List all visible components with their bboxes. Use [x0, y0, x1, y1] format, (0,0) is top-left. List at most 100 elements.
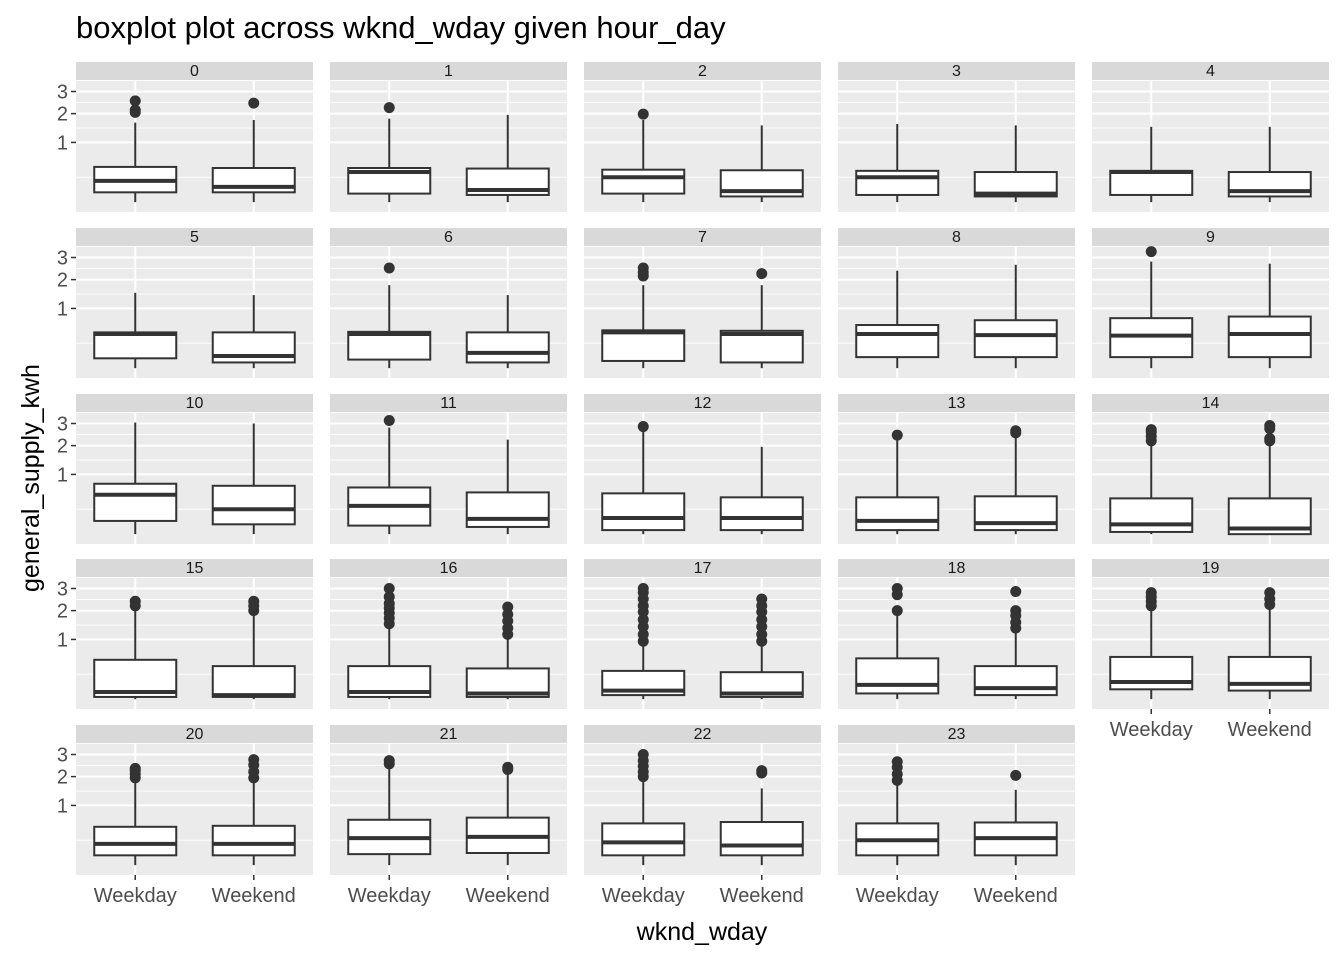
outlier-point: [129, 104, 141, 116]
box-weekday: [1109, 246, 1194, 369]
box-weekday: [601, 583, 686, 700]
facet-strip-label: 3: [952, 63, 961, 80]
outlier-point: [891, 583, 903, 595]
outlier-point: [756, 593, 768, 605]
y-tick-label: 2: [57, 601, 68, 623]
box-weekday: [93, 762, 178, 866]
outlier-point: [129, 595, 141, 607]
box-weekend: [211, 423, 296, 535]
outlier-point: [129, 762, 141, 774]
facet-strip: [1092, 62, 1329, 80]
facet-strip-label: 4: [1206, 63, 1215, 80]
iqr-box: [93, 825, 178, 857]
y-tick-label: 2: [57, 767, 68, 789]
box-weekend: [719, 593, 804, 700]
outlier-point: [756, 765, 768, 777]
box-weekend: [1227, 420, 1312, 536]
outlier-point: [1145, 587, 1157, 599]
outlier-point: [1264, 587, 1276, 599]
iqr-box: [465, 491, 550, 528]
box-weekday: [855, 583, 940, 700]
y-tick-label: 1: [57, 464, 68, 486]
iqr-box: [601, 329, 686, 362]
facet-strip-label: 18: [948, 560, 966, 577]
box-weekday: [1109, 126, 1194, 203]
iqr-box: [719, 329, 804, 364]
outlier-point: [637, 583, 649, 595]
y-tick-label: 1: [57, 298, 68, 320]
box-weekday: [855, 756, 940, 866]
iqr-box: [601, 822, 686, 857]
box-weekend: [211, 754, 296, 866]
outlier-point: [248, 97, 260, 109]
facet-strip: [76, 62, 313, 80]
outlier-point: [248, 754, 260, 766]
facet-panel-9: 9: [1092, 228, 1329, 378]
outlier-point: [1264, 420, 1276, 432]
facet-strip: [330, 394, 567, 412]
iqr-box: [719, 496, 804, 532]
outlier-point: [383, 591, 395, 603]
box-weekday: [601, 108, 686, 203]
outlier-point: [891, 429, 903, 441]
facet-panel-2: 2: [584, 62, 821, 212]
box-weekday: [601, 421, 686, 535]
x-tick-label: Weekend: [212, 885, 296, 907]
iqr-box: [1109, 655, 1194, 691]
outlier-point: [637, 628, 649, 640]
facet-panel-4: 4: [1092, 62, 1329, 212]
x-tick-label: Weekday: [856, 885, 939, 907]
facet-panel-8: 8: [838, 228, 1075, 378]
box-weekday: [93, 95, 178, 203]
box-weekend: [211, 97, 296, 203]
facet-strip-label: 12: [694, 395, 712, 412]
facet-strip: [330, 228, 567, 246]
iqr-box: [855, 496, 940, 532]
box-weekend: [465, 295, 550, 369]
box-weekday: [855, 124, 940, 203]
outlier-point: [637, 421, 649, 433]
box-weekday: [93, 422, 178, 535]
box-weekday: [1109, 587, 1194, 700]
x-tick-label: Weekday: [1110, 719, 1193, 741]
facet-strip: [76, 725, 313, 743]
facet-strip: [838, 394, 1075, 412]
y-tick-label: 2: [57, 104, 68, 126]
outlier-point: [383, 415, 395, 427]
facet-strip: [1092, 559, 1329, 577]
outlier-point: [637, 262, 649, 274]
facet-panel-17: 17: [584, 559, 821, 709]
iqr-box: [211, 824, 296, 857]
box-weekend: [211, 595, 296, 700]
y-tick-label: 3: [57, 248, 68, 270]
box-weekday: [93, 292, 178, 369]
chart-title: boxplot plot across wknd_wday given hour…: [76, 10, 726, 45]
facet-strip-label: 13: [948, 395, 966, 412]
facet-panel-18: 18: [838, 559, 1075, 709]
iqr-box: [93, 331, 178, 360]
facet-strip-label: 15: [186, 560, 204, 577]
facet-strip: [76, 559, 313, 577]
iqr-box: [465, 331, 550, 364]
x-tick-label: Weekday: [348, 885, 431, 907]
box-weekend: [465, 114, 550, 203]
outlier-point: [637, 749, 649, 761]
facet-strip-label: 7: [698, 229, 707, 246]
facet-strip-label: 9: [1206, 229, 1215, 246]
outlier-point: [891, 605, 903, 617]
facet-strip-label: 19: [1202, 560, 1220, 577]
box-weekday: [347, 415, 432, 535]
outlier-point: [1145, 424, 1157, 436]
facet-panel-13: 13: [838, 394, 1075, 544]
facet-strip: [1092, 228, 1329, 246]
facet-panel-3: 3: [838, 62, 1075, 212]
box-weekend: [1227, 587, 1312, 700]
facet-panel-11: 11: [330, 394, 567, 544]
x-tick-label: Weekday: [94, 885, 177, 907]
outlier-point: [891, 756, 903, 768]
outlier-point: [637, 614, 649, 626]
